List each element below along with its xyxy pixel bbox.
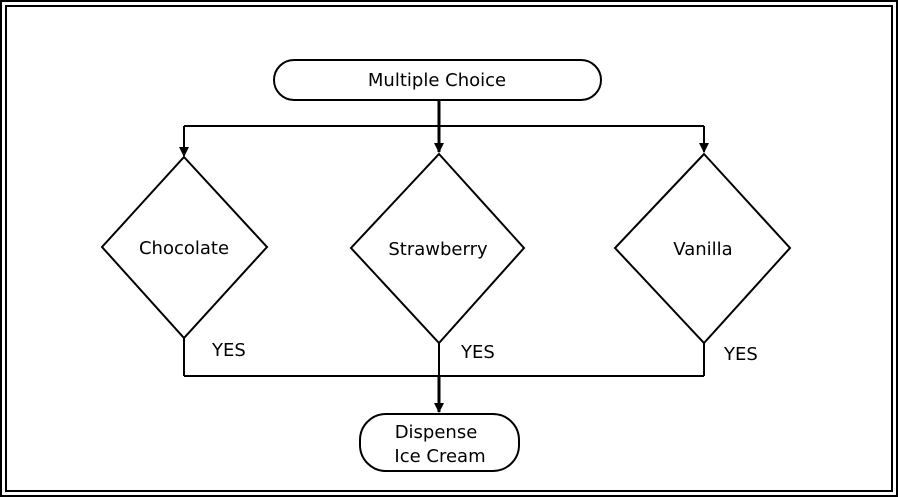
chocolate-yes-label: YES bbox=[211, 340, 246, 361]
decision-strawberry-label: Strawberry bbox=[388, 239, 488, 260]
end-label-line-2: Ice Cream bbox=[394, 446, 485, 467]
decision-chocolate-label: Chocolate bbox=[139, 238, 229, 259]
end-terminator bbox=[359, 413, 520, 472]
inner-frame bbox=[5, 5, 893, 492]
decision-vanilla-label: Vanilla bbox=[673, 239, 732, 260]
start-label: Multiple Choice bbox=[368, 70, 506, 91]
vanilla-yes-label: YES bbox=[723, 344, 758, 365]
strawberry-yes-label: YES bbox=[460, 342, 495, 363]
end-label-line-1: Dispense bbox=[395, 422, 478, 443]
